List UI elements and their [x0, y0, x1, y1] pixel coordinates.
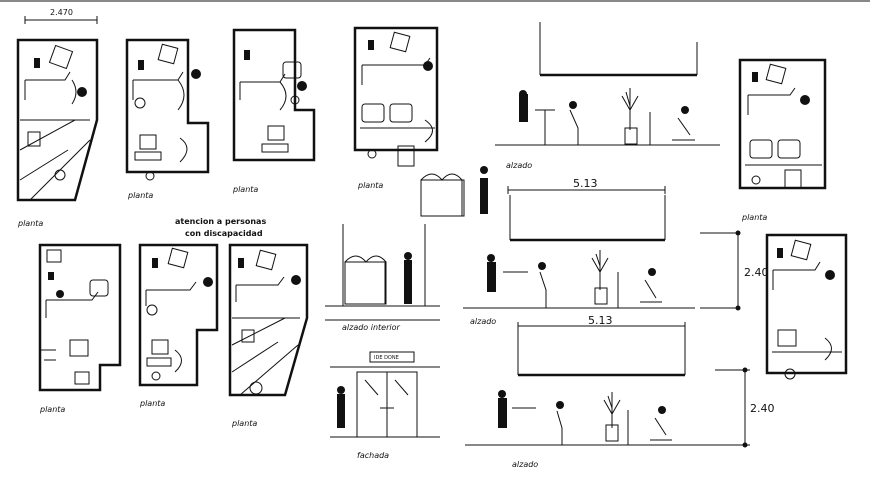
dim-elev-height-2: 2.40 — [750, 402, 775, 415]
plan-label-9: planta — [231, 419, 257, 428]
dim-top-width: 2.470 — [50, 8, 73, 17]
plan-9: planta — [228, 243, 309, 428]
facade-label: fachada — [357, 451, 389, 460]
elevation-1: alzado — [495, 22, 720, 170]
plan-8: planta — [138, 243, 219, 408]
elevation-label-3: alzado — [512, 460, 538, 469]
dim-elev-width-2: 5.13 — [588, 314, 613, 327]
plan-6 — [765, 233, 848, 380]
plan-label-2: planta — [127, 191, 153, 200]
facade-sign: IDE DONE — [374, 355, 399, 361]
plan-2: planta — [125, 38, 210, 200]
dim-elev-width-1: 5.13 — [573, 177, 598, 190]
plan-4: planta — [353, 26, 439, 190]
plan-label-5: planta — [741, 213, 767, 222]
elevation-label-1: alzado — [506, 161, 532, 170]
plan-label-7: planta — [39, 405, 65, 414]
elevation-label-2: alzado — [470, 317, 496, 326]
interior-elevation: alzado interior — [325, 224, 440, 332]
plan-label-4: planta — [357, 181, 383, 190]
plan-5: planta — [738, 58, 827, 222]
plan-label-8: planta — [139, 399, 165, 408]
plan-3: planta — [232, 28, 316, 194]
plan-1: 2.470 planta — [16, 8, 99, 228]
plan-label-3: planta — [232, 185, 258, 194]
small-elevation — [420, 166, 488, 217]
interior-elevation-label: alzado interior — [342, 323, 401, 332]
elevation-2: 5.13 2.40 alzado — [463, 177, 769, 326]
title-line-2: con discapacidad — [185, 229, 263, 238]
facade: IDE DONE fachada — [330, 351, 440, 460]
elevation-3: 5.13 2.40 alzado — [465, 314, 775, 469]
title-line-1: atencion a personas — [175, 217, 266, 226]
dim-elev-height-1: 2.40 — [744, 266, 769, 279]
plan-label-1: planta — [17, 219, 43, 228]
plan-7: planta — [38, 243, 122, 414]
